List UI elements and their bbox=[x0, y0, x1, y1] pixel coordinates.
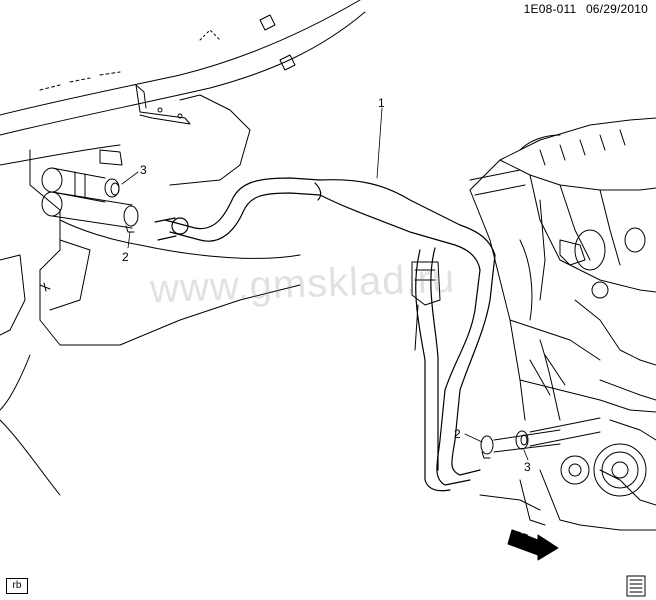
mounting-bracket bbox=[135, 84, 191, 125]
leader-lines bbox=[121, 107, 529, 461]
clamp-right bbox=[480, 435, 494, 459]
callout-2-clamp-right: 2 bbox=[454, 427, 461, 441]
front-direction-arrow-icon bbox=[507, 529, 559, 561]
firewall-panel bbox=[0, 0, 366, 496]
seal-left bbox=[104, 178, 120, 198]
document-icon bbox=[626, 575, 646, 597]
bolt bbox=[39, 282, 51, 292]
clamp-left bbox=[123, 205, 139, 233]
callout-3-seal-left: 3 bbox=[140, 163, 147, 177]
callout-1-hose: 1 bbox=[378, 96, 385, 110]
diagram-header: 1E08-011 06/29/2010 bbox=[518, 2, 648, 16]
engine-pipe-right bbox=[493, 417, 601, 453]
callout-3-seal-right: 3 bbox=[524, 460, 531, 474]
heater-core-pipes bbox=[41, 167, 133, 229]
callout-2-clamp-left: 2 bbox=[122, 250, 129, 264]
diagram-id: 1E08-011 bbox=[523, 2, 577, 16]
heater-hose-assembly bbox=[154, 177, 496, 492]
diagram-date: 06/29/2010 bbox=[585, 2, 648, 16]
engine-assembly bbox=[469, 117, 656, 531]
hose-retainer-bracket bbox=[411, 261, 441, 351]
corner-tag: rb bbox=[6, 578, 28, 594]
seal-right bbox=[515, 430, 529, 450]
